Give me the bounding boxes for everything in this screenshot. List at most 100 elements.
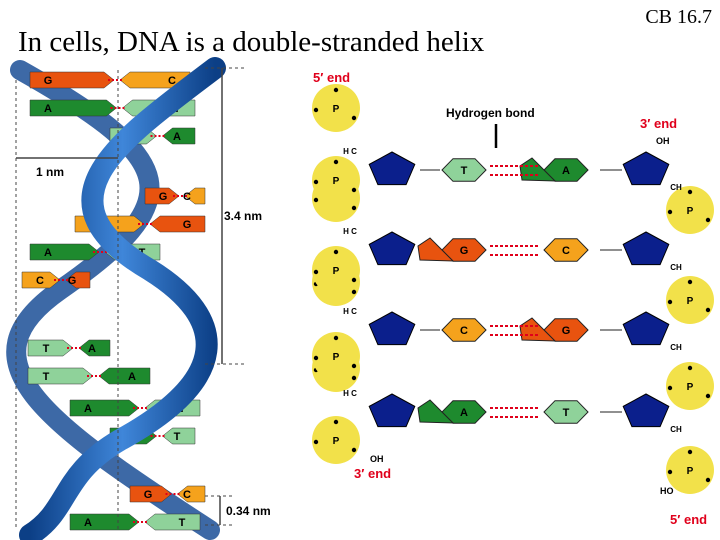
helix-base-left (69, 513, 140, 531)
oxygen-atom (333, 419, 339, 425)
base-ring (441, 318, 487, 342)
helix-base-letter: A (44, 247, 52, 259)
hc-label: H C (343, 227, 357, 236)
deoxyribose-sugar (368, 311, 416, 346)
nitrogenous-base: C (543, 238, 589, 262)
base-letter: G (562, 325, 571, 337)
phosphate-group: P (312, 332, 360, 380)
oxygen-atom (705, 477, 711, 483)
deoxyribose-sugar (622, 151, 670, 186)
base-letter: A (562, 165, 570, 177)
three-prime-end-bottom: 3′ end (354, 466, 391, 481)
oxygen-atom (313, 439, 319, 445)
phosphate-letter: P (687, 466, 694, 477)
oxygen-atom (667, 209, 673, 215)
oxygen-atom (313, 179, 319, 185)
nitrogenous-base: A (417, 399, 487, 424)
oxygen-atom (687, 365, 693, 371)
helix-base-letter: T (43, 371, 50, 383)
phosphate-letter: P (333, 104, 340, 115)
hc-label: H C (343, 307, 357, 316)
oxygen-atom (351, 289, 357, 295)
nitrogenous-base: C (441, 318, 487, 342)
phosphate-group: P (312, 246, 360, 294)
phosphate-letter: P (687, 206, 694, 217)
oxygen-atom (333, 87, 339, 93)
helix-base-letter: G (159, 191, 168, 203)
helix-base-letter: C (183, 191, 191, 203)
oxygen-atom (333, 335, 339, 341)
hc-label: H C (343, 389, 357, 398)
deoxyribose-sugar (622, 393, 670, 428)
deoxyribose-sugar (368, 151, 416, 186)
oxygen-atom (667, 299, 673, 305)
oh-label-top: OH (656, 136, 670, 146)
helix-base-left (29, 99, 117, 117)
helix-base-letter: C (168, 75, 176, 87)
nitrogenous-base: G (519, 317, 589, 342)
base-ring (519, 157, 557, 182)
phosphate-group: P (312, 416, 360, 464)
phosphate-circle (312, 156, 360, 204)
helix-base-left (27, 339, 74, 357)
base-ring (543, 238, 589, 262)
helix-base-letter: A (88, 343, 96, 355)
helix-base-letter: G (68, 275, 77, 287)
helix-base-letter: C (183, 489, 191, 501)
five-prime-end-top: 5′ end (313, 70, 350, 85)
ho-label: HO (660, 486, 674, 496)
helix-base-left (144, 187, 180, 205)
helix-base-letter: G (44, 75, 53, 87)
nitrogenous-base: A (519, 157, 589, 182)
five-prime-end-bottom: 5′ end (670, 512, 707, 527)
ch-label: CH (670, 183, 682, 192)
phosphate-letter: P (687, 296, 694, 307)
phosphate-circle (666, 276, 714, 324)
oxygen-atom (351, 187, 357, 193)
phosphate-circle (312, 246, 360, 294)
oxygen-atom (351, 447, 357, 453)
oxygen-atom (313, 269, 319, 275)
base-letter: C (562, 245, 570, 257)
deoxyribose-sugar (368, 231, 416, 266)
nitrogenous-base: T (441, 158, 487, 182)
oxygen-atom (351, 205, 357, 211)
helix-base-right (149, 215, 206, 233)
deoxyribose-sugar (622, 311, 670, 346)
base-letter: G (460, 245, 469, 257)
chemical-structure: 5′ end 3′ end 3′ end 5′ end Hydrogen bon… (312, 70, 714, 527)
helix-base-letter: T (174, 431, 181, 443)
oxygen-atom (705, 217, 711, 223)
nitrogenous-base: T (543, 400, 589, 424)
helix-base-right (162, 127, 196, 145)
oxygen-atom (313, 107, 319, 113)
rise-label: 0.34 nm (226, 504, 271, 518)
helix-base-letter: A (128, 371, 136, 383)
oxygen-atom (313, 197, 319, 203)
helix-base-letter: A (44, 103, 52, 115)
width-label: 1 nm (36, 165, 64, 179)
helix-base-right (162, 427, 196, 445)
oxygen-atom (687, 279, 693, 285)
helix-base-letter: G (183, 219, 192, 231)
oxygen-atom (705, 393, 711, 399)
base-letter: A (460, 407, 468, 419)
base-ring (519, 317, 557, 342)
oxygen-atom (667, 385, 673, 391)
helix-base-right (144, 513, 201, 531)
oxygen-atom (313, 355, 319, 361)
helix-base-left (129, 485, 172, 503)
deoxyribose-sugar (368, 393, 416, 428)
ch-label: CH (670, 263, 682, 272)
slide-title: In cells, DNA is a double-stranded helix (18, 26, 485, 58)
phosphate-group: P (666, 186, 714, 234)
